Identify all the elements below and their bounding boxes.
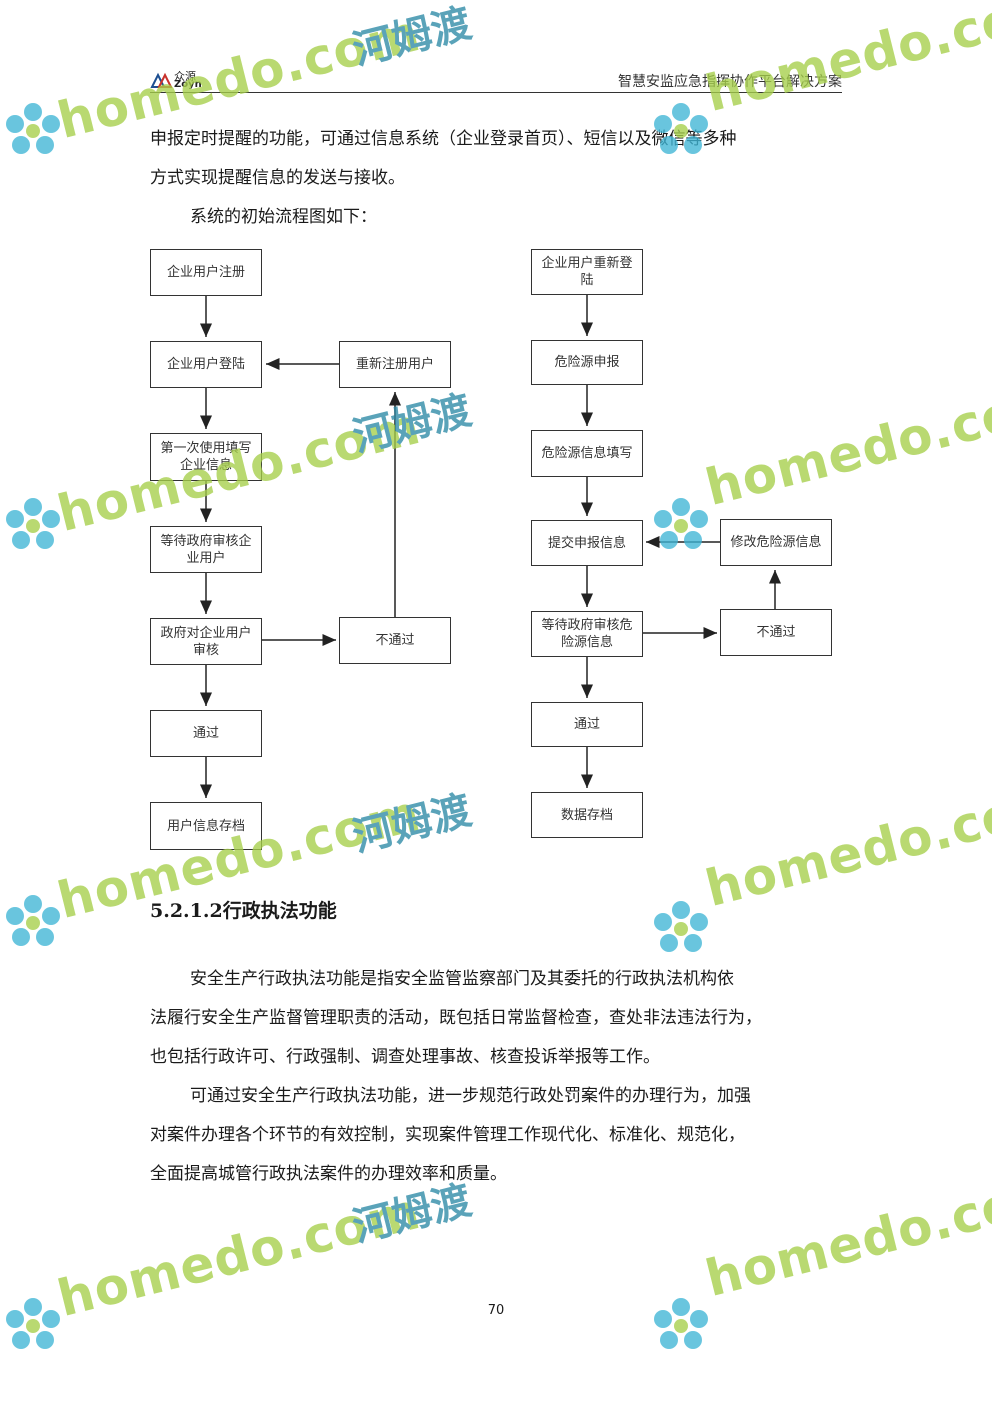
logo-cn-text: 众源 bbox=[174, 70, 196, 83]
section-p2-line3: 全面提高城管行政执法案件的办理效率和质量。 bbox=[150, 1164, 507, 1184]
fc-gov-review: 政府对企业用户审核 bbox=[150, 618, 262, 665]
section-p2-line1: 可通过安全生产行政执法功能，进一步规范行政处罚案件的办理行为，加强 bbox=[190, 1086, 751, 1106]
fc-hazard-reject: 不通过 bbox=[720, 609, 832, 656]
fc-reregister: 重新注册用户 bbox=[339, 341, 451, 388]
document-title: 智慧安监应急指挥协作平台解决方案 bbox=[618, 74, 842, 90]
logo-mark-icon bbox=[150, 72, 172, 88]
section-p1-line1: 安全生产行政执法功能是指安全监管监察部门及其委托的行政执法机构依 bbox=[190, 969, 734, 989]
fc-reject: 不通过 bbox=[339, 617, 451, 664]
fc-first-use: 第一次使用填写企业信息 bbox=[150, 433, 262, 481]
fc-pass: 通过 bbox=[150, 710, 262, 757]
watermark-flower-icon bbox=[6, 895, 60, 946]
flowchart-connectors bbox=[200, 295, 781, 798]
fc-submit: 提交申报信息 bbox=[531, 520, 643, 566]
flowchart-caption: 系统的初始流程图如下： bbox=[190, 207, 377, 227]
fc-relogin: 企业用户重新登陆 bbox=[531, 249, 643, 295]
section-heading: 5.2.1.2行政执法功能 bbox=[150, 900, 337, 922]
fc-login: 企业用户登陆 bbox=[150, 341, 262, 388]
company-logo: 众源 Zoyn bbox=[150, 68, 260, 90]
fc-hazard-pass: 通过 bbox=[531, 702, 643, 747]
fc-data-archive: 数据存档 bbox=[531, 792, 643, 838]
fc-archive: 用户信息存档 bbox=[150, 802, 262, 850]
section-p1-line3: 也包括行政许可、行政强制、调查处理事故、核查投诉举报等工作。 bbox=[150, 1047, 660, 1067]
section-p1-line2: 法履行安全生产监督管理职责的活动，既包括日常监督检查，查处非法违法行为， bbox=[150, 1008, 762, 1028]
fc-hazard-fill: 危险源信息填写 bbox=[531, 430, 643, 477]
watermark-flower-icon bbox=[654, 901, 708, 952]
header-divider bbox=[150, 92, 842, 93]
fc-modify: 修改危险源信息 bbox=[720, 519, 832, 566]
logo-en-text: Zoyn bbox=[174, 79, 202, 90]
intro-line-2: 方式实现提醒信息的发送与接收。 bbox=[150, 168, 405, 188]
section-p2-line2: 对案件办理各个环节的有效控制，实现案件管理工作现代化、标准化、规范化， bbox=[150, 1125, 745, 1145]
fc-wait-hazard-review: 等待政府审核危险源信息 bbox=[531, 611, 643, 657]
fc-register: 企业用户注册 bbox=[150, 249, 262, 296]
fc-wait-review: 等待政府审核企业用户 bbox=[150, 526, 262, 573]
page-number: 70 bbox=[487, 1303, 505, 1318]
fc-hazard-report: 危险源申报 bbox=[531, 340, 643, 385]
intro-line-1: 申报定时提醒的功能，可通过信息系统（企业登录首页）、短信以及微信等多种 bbox=[150, 129, 737, 149]
